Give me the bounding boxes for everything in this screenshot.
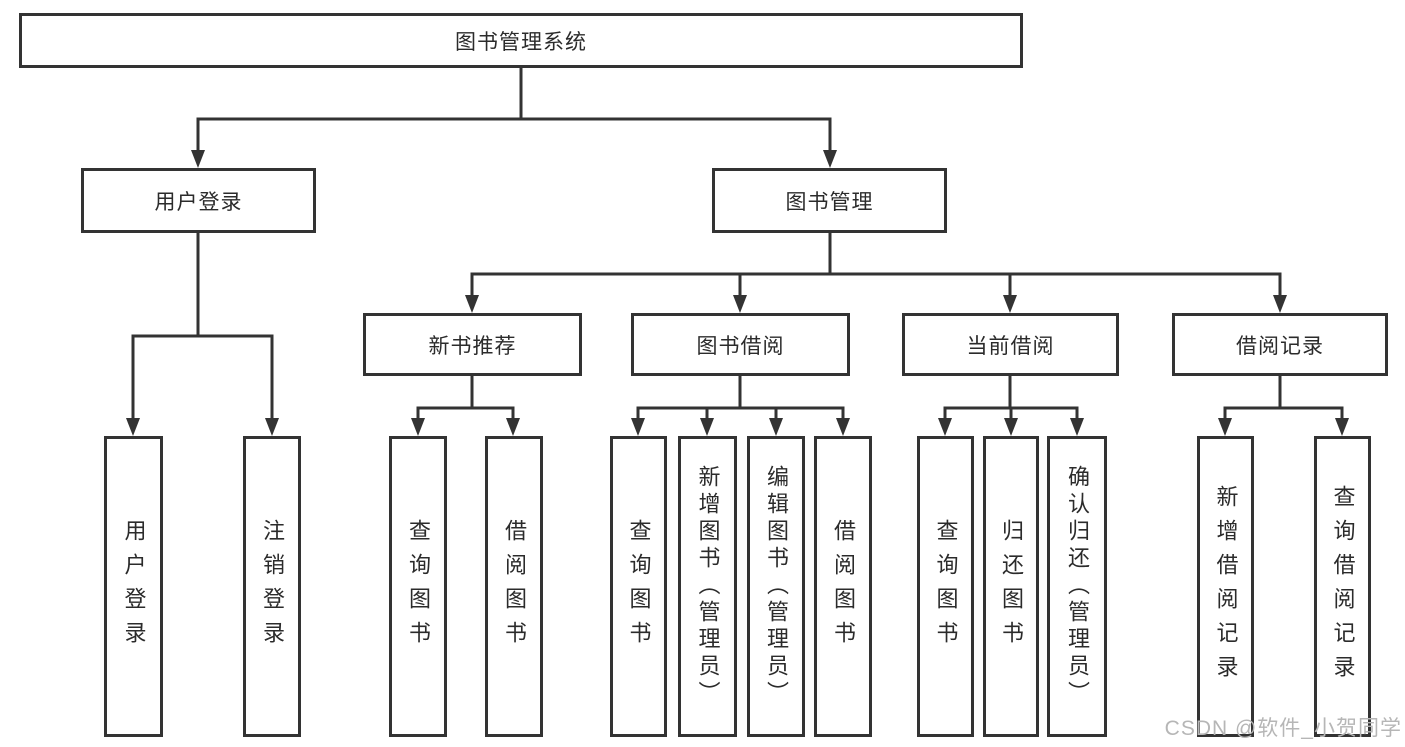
- node-borrow-records-label: 借阅记录: [1236, 334, 1324, 358]
- leaf-add-book-admin-label: 新增图书（管理员）: [695, 465, 721, 708]
- leaf-query-book-borrow: 查询图书: [610, 436, 667, 737]
- leaf-confirm-return-admin: 确认归还（管理员）: [1047, 436, 1107, 737]
- leaf-query-book-current-label: 查询图书: [933, 518, 959, 655]
- node-book-management: 图书管理: [712, 168, 947, 233]
- node-current-borrow-label: 当前借阅: [966, 334, 1055, 358]
- leaf-query-book-recommend: 查询图书: [389, 436, 447, 737]
- node-user-login-label: 用户登录: [154, 190, 243, 214]
- node-root-library-system: 图书管理系统: [19, 13, 1023, 68]
- node-book-borrow: 图书借阅: [631, 313, 850, 376]
- node-borrow-records: 借阅记录: [1172, 313, 1388, 376]
- node-new-book-recommend: 新书推荐: [363, 313, 582, 376]
- leaf-add-borrow-record-label: 新增借阅记录: [1213, 484, 1239, 689]
- leaf-borrow-book-label: 借阅图书: [831, 518, 856, 655]
- leaf-logout-label: 注销登录: [260, 518, 285, 655]
- node-user-login: 用户登录: [81, 168, 316, 233]
- leaf-query-borrow-record-label: 查询借阅记录: [1330, 484, 1356, 689]
- node-root-label: 图书管理系统: [455, 30, 587, 54]
- node-book-borrow-label: 图书借阅: [696, 334, 785, 358]
- leaf-edit-book-admin: 编辑图书（管理员）: [747, 436, 805, 737]
- node-book-management-label: 图书管理: [785, 190, 874, 214]
- leaf-logout: 注销登录: [243, 436, 301, 737]
- node-new-book-recommend-label: 新书推荐: [428, 334, 517, 358]
- arrowheads: [126, 150, 1349, 436]
- leaf-return-book: 归还图书: [983, 436, 1039, 737]
- leaf-borrow-book-recommend-label: 借阅图书: [502, 518, 527, 655]
- leaf-user-login: 用户登录: [104, 436, 163, 737]
- leaf-add-borrow-record: 新增借阅记录: [1197, 436, 1254, 737]
- leaf-borrow-book-recommend: 借阅图书: [485, 436, 543, 737]
- leaf-query-book-borrow-label: 查询图书: [626, 518, 652, 655]
- leaf-query-book-current: 查询图书: [917, 436, 974, 737]
- leaf-query-book-recommend-label: 查询图书: [406, 518, 431, 655]
- leaf-borrow-book: 借阅图书: [814, 436, 872, 737]
- leaf-user-login-label: 用户登录: [121, 518, 147, 655]
- leaf-add-book-admin: 新增图书（管理员）: [678, 436, 737, 737]
- node-current-borrow: 当前借阅: [902, 313, 1119, 376]
- leaf-edit-book-admin-label: 编辑图书（管理员）: [764, 465, 789, 708]
- leaf-query-borrow-record: 查询借阅记录: [1314, 436, 1371, 737]
- csdn-watermark: CSDN @软件_小贺同学: [1164, 717, 1402, 740]
- leaf-confirm-return-admin-label: 确认归还（管理员）: [1065, 465, 1090, 708]
- leaf-return-book-label: 归还图书: [999, 518, 1024, 655]
